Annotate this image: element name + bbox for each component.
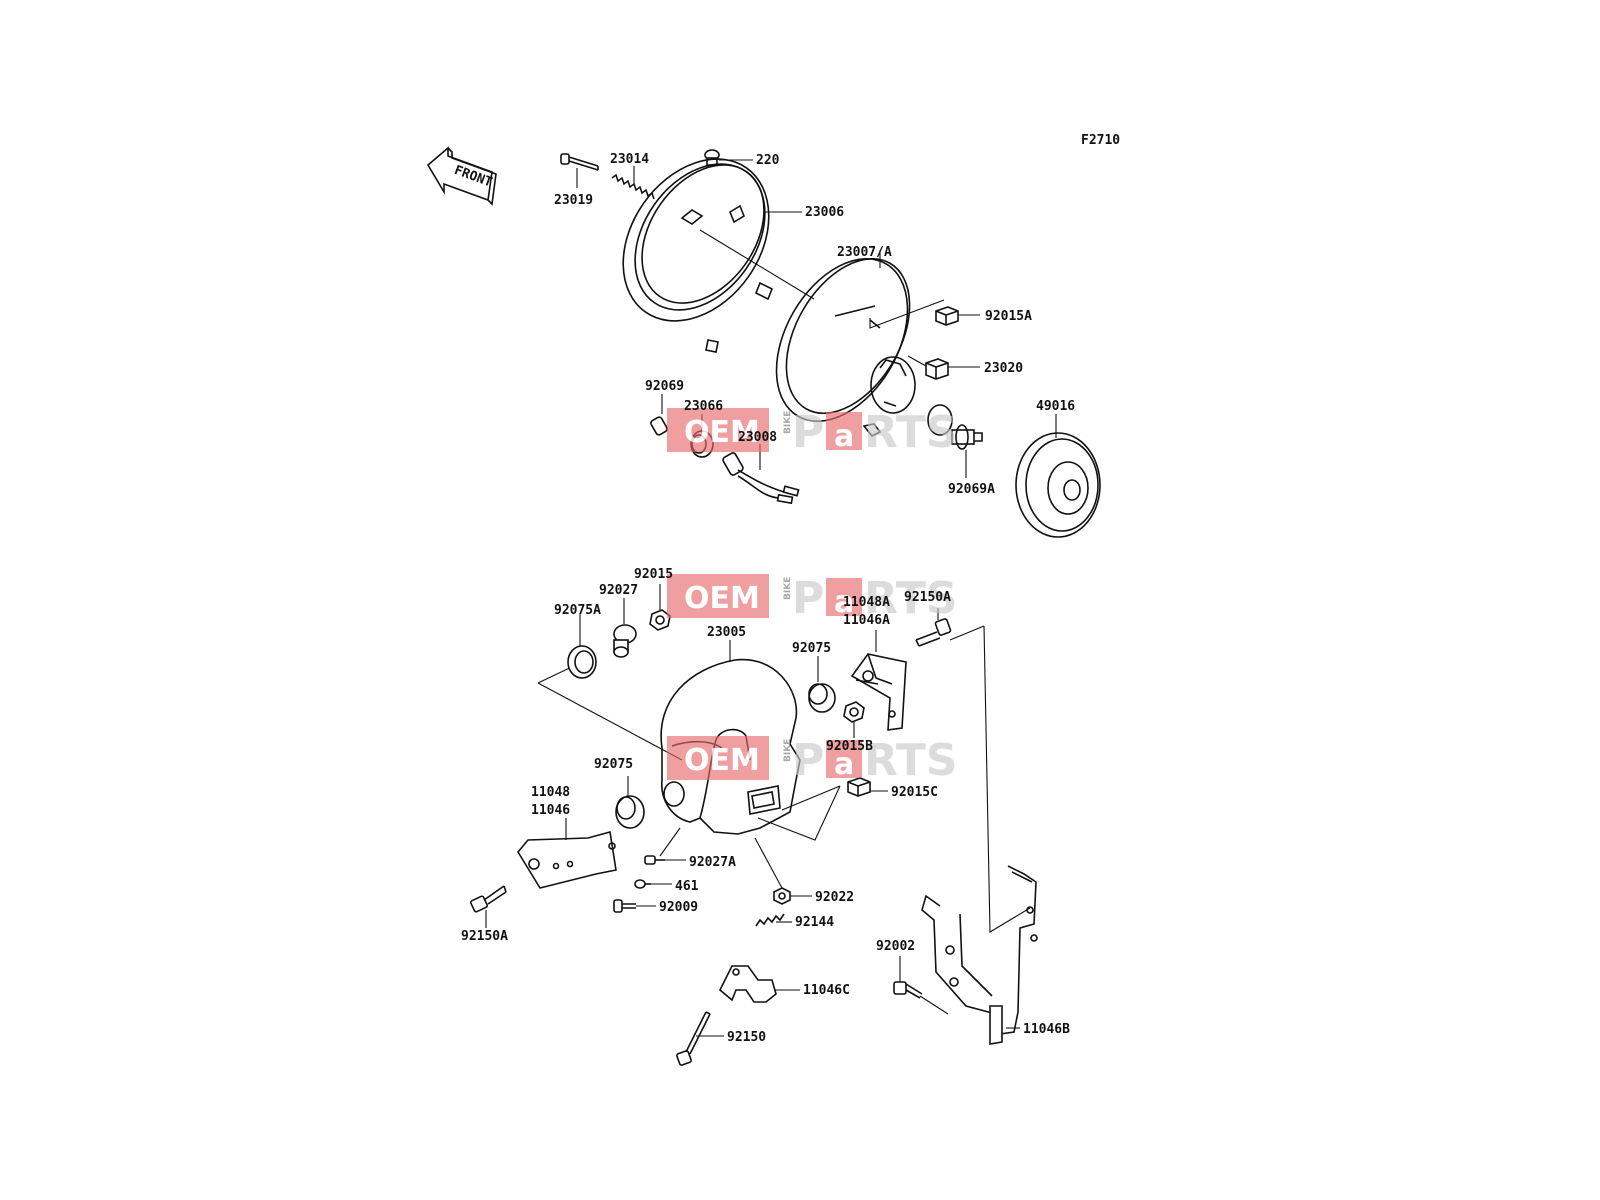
front-arrow-icon: FRONT xyxy=(426,146,497,206)
svg-text:BIKE: BIKE xyxy=(783,739,793,762)
callout-label: 23006 xyxy=(805,205,844,220)
headlight-rim xyxy=(622,158,774,353)
screw-icon xyxy=(644,855,665,865)
screw-icon xyxy=(704,149,720,166)
svg-text:OEM: OEM xyxy=(684,415,760,450)
callout-label: 92069A xyxy=(948,482,995,497)
socket-icon xyxy=(722,452,800,505)
bracket-icon xyxy=(921,865,1038,1045)
svg-text:BIKE: BIKE xyxy=(783,577,793,600)
bolt-icon xyxy=(560,153,599,171)
callout-label: 11046A xyxy=(843,613,890,628)
callout-label: 92015B xyxy=(826,739,873,754)
collar-icon xyxy=(613,624,637,658)
bolt-icon xyxy=(915,618,952,647)
callout-label: 92027 xyxy=(599,583,638,598)
nut-icon xyxy=(773,887,791,905)
nut-icon xyxy=(649,609,671,631)
callout-label: 23020 xyxy=(984,361,1023,376)
screw-icon xyxy=(613,899,636,913)
callout-label: 92022 xyxy=(815,890,854,905)
callout-label: 92069 xyxy=(645,379,684,394)
grommet-icon xyxy=(808,683,836,713)
callout-label: 461 xyxy=(675,879,699,894)
callout-label: 92002 xyxy=(876,939,915,954)
headlight-unit xyxy=(775,257,916,438)
callout-label: 92027A xyxy=(689,855,736,870)
washer-icon xyxy=(634,879,651,889)
nut-icon xyxy=(925,358,949,380)
bulb-icon xyxy=(927,404,983,450)
svg-text:OEM: OEM xyxy=(684,743,760,778)
watermark-logo: OEM BIKE P a RTS xyxy=(667,735,958,786)
callout-label: 11046 xyxy=(531,803,570,818)
callout-label: 92015A xyxy=(985,309,1032,324)
svg-text:a: a xyxy=(834,585,854,620)
callout-label: 11048A xyxy=(843,595,890,610)
callout-label: 23019 xyxy=(554,193,593,208)
bolt-icon xyxy=(469,885,507,913)
nut-icon xyxy=(843,701,865,723)
watermark-logo: OEM BIKE P a RTS xyxy=(667,407,958,458)
svg-text:RTS: RTS xyxy=(864,573,958,624)
bracket-icon xyxy=(517,830,617,889)
callout-label: 11046B xyxy=(1023,1022,1070,1037)
callout-label: 92009 xyxy=(659,900,698,915)
callout-label: 220 xyxy=(756,153,780,168)
callout-label: 92075 xyxy=(792,641,831,656)
grommet-icon xyxy=(567,645,597,679)
callout-label: 23014 xyxy=(610,152,649,167)
callout-label: 92150 xyxy=(727,1030,766,1045)
spring-icon xyxy=(611,173,655,200)
callout-label: 92075A xyxy=(554,603,601,618)
callout-label: 23008 xyxy=(738,430,777,445)
callout-label: 92015C xyxy=(891,785,938,800)
callout-label: 49016 xyxy=(1036,399,1075,414)
svg-text:a: a xyxy=(834,419,854,454)
callout-label: 92015 xyxy=(634,567,673,582)
svg-text:RTS: RTS xyxy=(864,735,958,786)
svg-text:OEM: OEM xyxy=(684,581,760,616)
watermark-logo: OEM BIKE P a RTS xyxy=(667,573,958,624)
bolt-icon xyxy=(893,981,923,999)
nut-icon xyxy=(935,306,959,326)
callout-label: 92144 xyxy=(795,915,834,930)
dust-cover-icon xyxy=(1015,432,1101,538)
svg-text:BIKE: BIKE xyxy=(783,411,793,434)
nut-icon xyxy=(847,777,871,797)
callout-label: 11046C xyxy=(803,983,850,998)
bulb-icon xyxy=(650,416,668,436)
callout-label: 23005 xyxy=(707,625,746,640)
callout-label: 92150A xyxy=(904,590,951,605)
diagram-code: F2710 xyxy=(1081,133,1120,148)
callout-label: 11048 xyxy=(531,785,570,800)
callout-label: 23007/A xyxy=(837,245,892,260)
svg-text:P: P xyxy=(792,735,824,786)
grommet-icon xyxy=(615,795,645,829)
svg-text:P: P xyxy=(792,407,824,458)
svg-text:P: P xyxy=(792,573,824,624)
spring-icon xyxy=(755,913,785,927)
svg-text:a: a xyxy=(834,747,854,782)
bracket-icon xyxy=(719,965,777,1003)
callout-label: 23066 xyxy=(684,399,723,414)
callout-label: 92150A xyxy=(461,929,508,944)
bolt-icon xyxy=(676,1011,711,1066)
svg-text:RTS: RTS xyxy=(864,407,958,458)
bracket-icon xyxy=(850,653,907,731)
callout-label: 92075 xyxy=(594,757,633,772)
